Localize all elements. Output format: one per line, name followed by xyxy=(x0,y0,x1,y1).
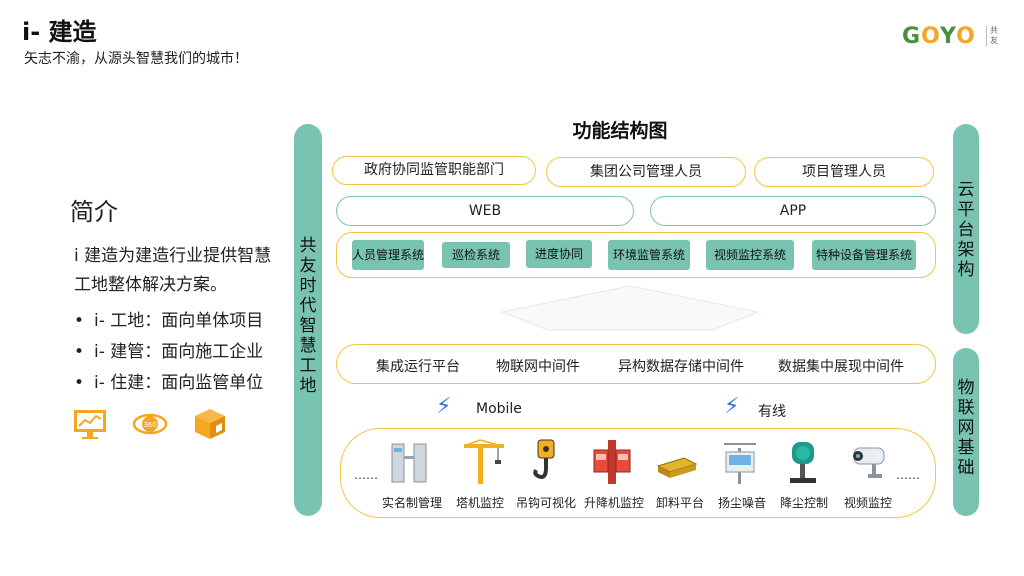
user-pill: 集团公司管理人员 xyxy=(546,157,746,187)
logo-subtext: 共友 xyxy=(986,26,1000,46)
page-title: i- 建造 xyxy=(22,18,97,46)
devices-box xyxy=(340,428,936,518)
goyo-logo: GOYO xyxy=(902,24,976,49)
intro-bullet: •i- 工地：面向单体项目 xyxy=(74,311,264,331)
device-label: 视频监控 xyxy=(844,496,893,510)
middleware-box xyxy=(336,344,936,384)
device-label: 卸料平台 xyxy=(656,496,705,510)
unloading-platform-icon xyxy=(656,457,698,478)
lightning-icon: ⚡ xyxy=(724,394,740,419)
device-label: 吊钩可视化 xyxy=(516,496,577,510)
ellipsis-right: …… xyxy=(896,468,920,482)
connection-wired: 有线 xyxy=(758,404,786,420)
middleware-item: 物联网中间件 xyxy=(496,359,580,375)
device-label: 降尘控制 xyxy=(780,496,829,510)
svg-text:360: 360 xyxy=(143,421,156,429)
device-label: 扬尘噪音 xyxy=(718,496,767,510)
client-pill-app: APP xyxy=(650,196,936,226)
intro-bullet: •i- 建管：面向施工企业 xyxy=(74,342,264,362)
module-item: 视频监控系统 xyxy=(706,240,794,270)
dust-cannon-icon xyxy=(790,442,816,483)
device-label: 升降机监控 xyxy=(584,496,645,510)
right-vertical-bar-cloud: 云平台架构 xyxy=(953,124,979,334)
module-item: 巡检系统 xyxy=(442,242,510,268)
connection-mobile: Mobile xyxy=(476,401,522,417)
diagram-title: 功能结构图 xyxy=(572,120,668,142)
module-item: 进度协同 xyxy=(526,240,592,268)
intro-heading: 简介 xyxy=(70,198,118,226)
connector-shape xyxy=(500,285,760,331)
package-box-icon xyxy=(195,409,225,439)
page-subtitle: 矢志不渝，从源头智慧我们的城市！ xyxy=(24,51,248,67)
ellipsis-left: …… xyxy=(354,468,378,482)
surveillance-camera-icon xyxy=(853,447,885,478)
module-item: 特种设备管理系统 xyxy=(812,240,916,270)
turnstile-icon xyxy=(391,443,427,483)
left-vertical-bar: 共友时代智慧工地 xyxy=(294,124,322,516)
middleware-item: 异构数据存储中间件 xyxy=(618,359,744,375)
intro-bullet: •i- 住建：面向监管单位 xyxy=(74,373,264,393)
client-pill-web: WEB xyxy=(336,196,634,226)
view-360-icon: 360 xyxy=(132,413,168,435)
middleware-item: 集成运行平台 xyxy=(376,359,460,375)
crane-hook-icon xyxy=(533,439,555,479)
intro-text: i 建造为建造行业提供智慧工地整体解决方案。 xyxy=(74,246,272,295)
dust-noise-monitor-icon xyxy=(724,443,756,484)
right-vertical-bar-iot: 物联网基础 xyxy=(953,348,979,516)
construction-elevator-icon xyxy=(593,440,631,484)
module-item: 环境监管系统 xyxy=(608,240,690,270)
monitor-chart-icon xyxy=(74,410,106,439)
device-label: 塔机监控 xyxy=(456,496,505,510)
device-label: 实名制管理 xyxy=(382,496,443,510)
middleware-item: 数据集中展现中间件 xyxy=(778,359,904,375)
user-pill: 政府协同监管职能部门 xyxy=(332,156,536,185)
user-pill: 项目管理人员 xyxy=(754,157,934,187)
tower-crane-icon xyxy=(463,439,504,484)
module-item: 人员管理系统 xyxy=(352,240,424,270)
lightning-icon: ⚡ xyxy=(436,394,452,419)
